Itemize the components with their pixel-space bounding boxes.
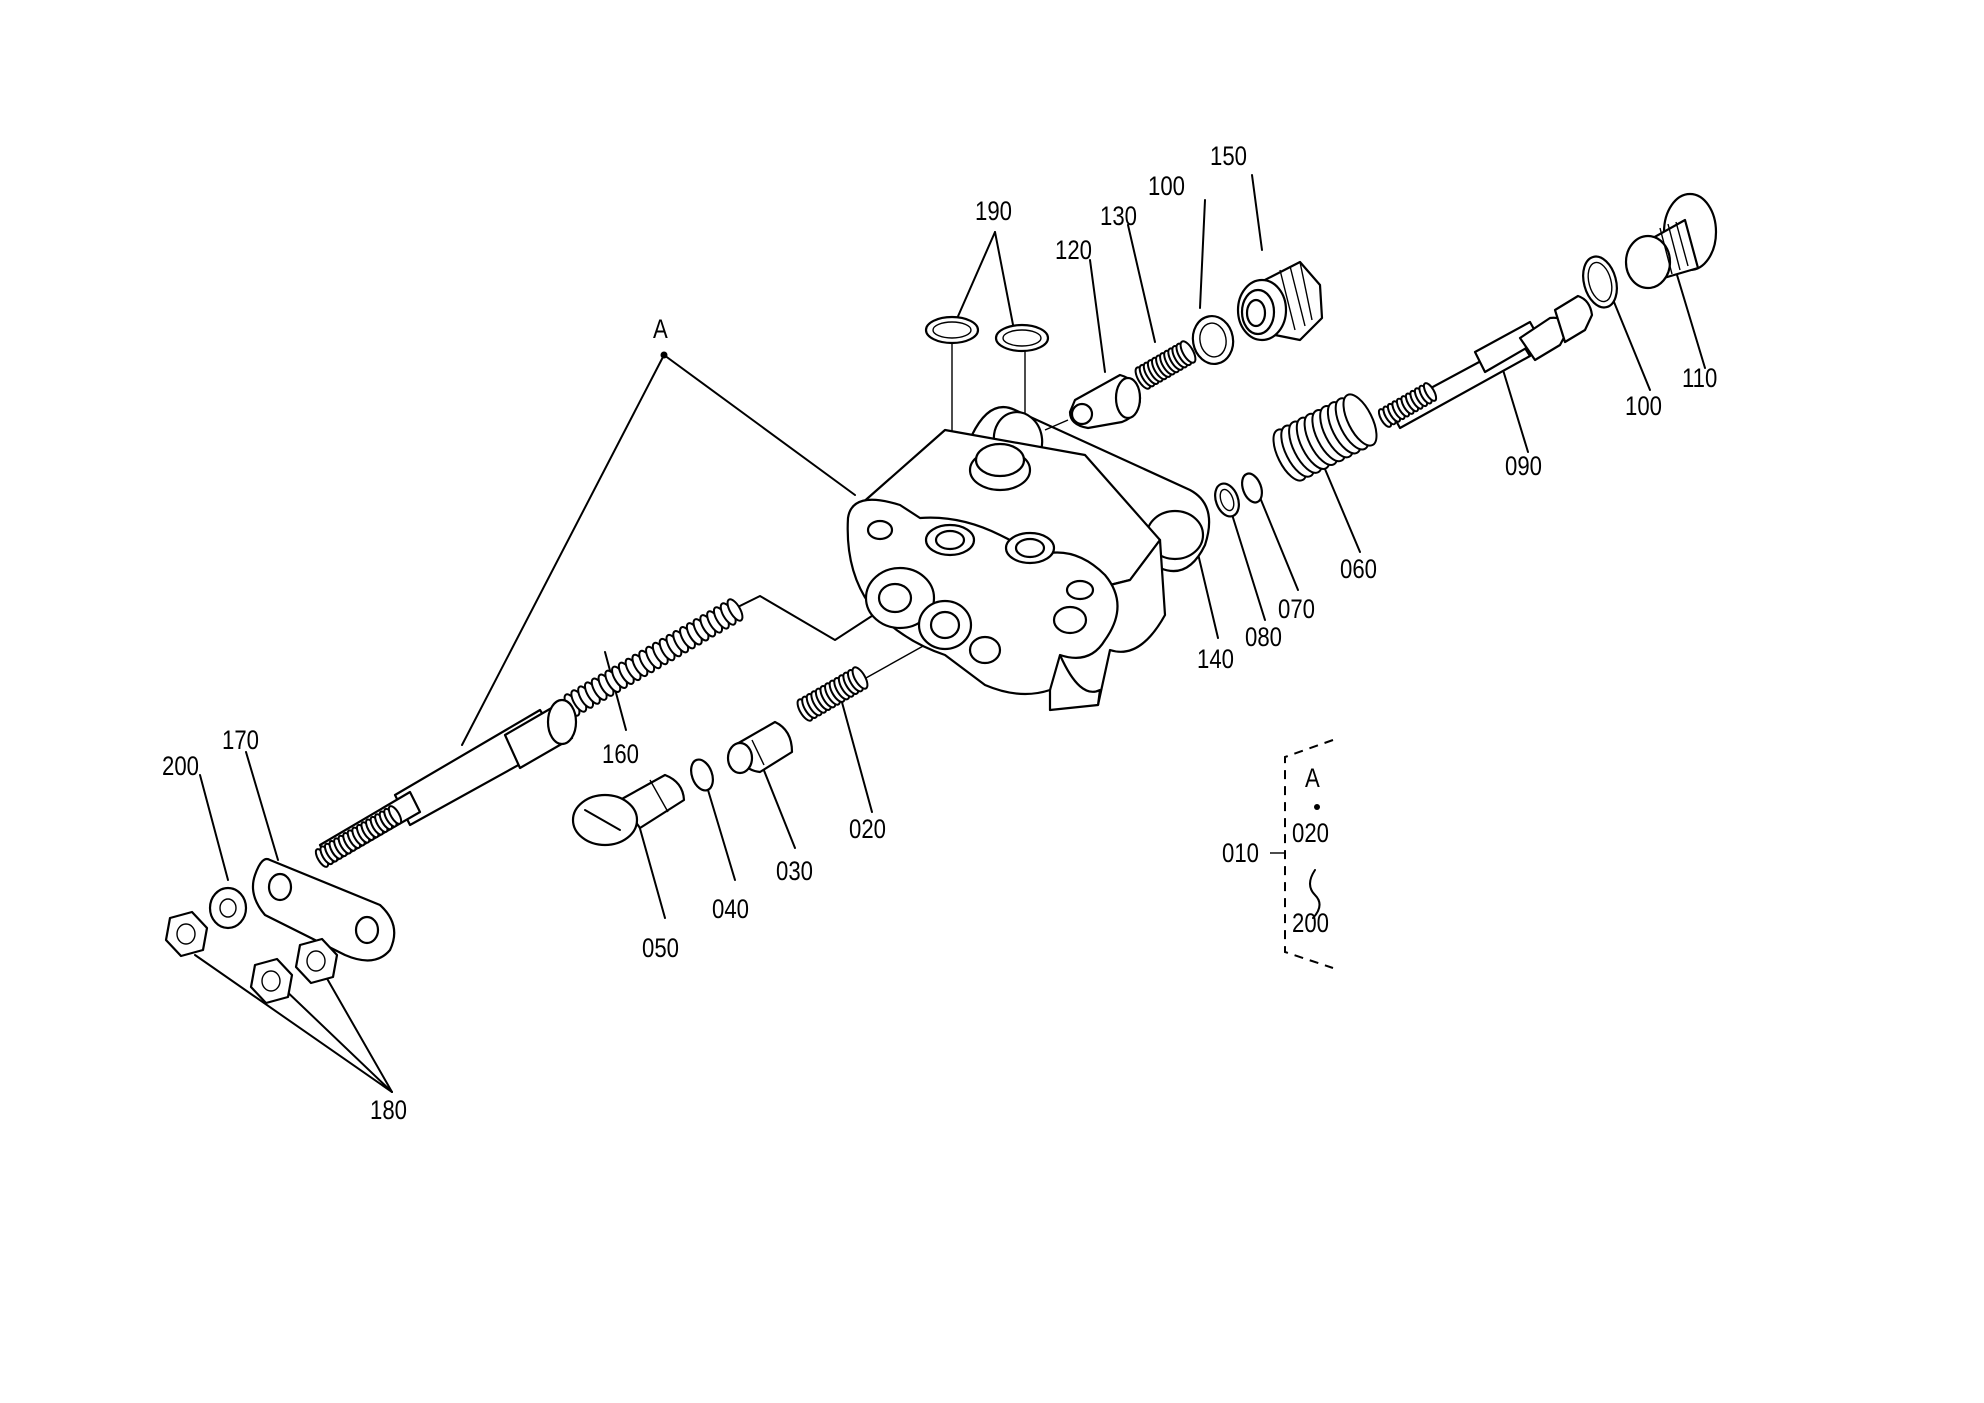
coil-turn <box>726 598 744 622</box>
label-020: 020 <box>849 814 886 844</box>
label-040: 040 <box>712 894 749 924</box>
label-170: 170 <box>222 725 259 755</box>
coil-turn <box>1422 382 1438 402</box>
washer-100-right-shape <box>1582 255 1618 309</box>
label-050: 050 <box>642 933 679 963</box>
label-070: 070 <box>1278 594 1315 624</box>
rod-090-shape <box>1377 294 1594 430</box>
nuts-180-shape <box>164 910 339 1005</box>
plunger-120-shape <box>1044 373 1142 431</box>
coil-turn <box>851 666 869 690</box>
label-140: 140 <box>1197 644 1234 674</box>
spring-160-shape <box>563 598 744 717</box>
valve-body-shape <box>846 428 1167 712</box>
coil-turn <box>387 805 403 825</box>
spring-020-shape <box>796 666 869 722</box>
label-090: 090 <box>1505 451 1542 481</box>
spring-130-shape <box>1134 340 1197 390</box>
label-080: 080 <box>1245 622 1282 652</box>
label-060: 060 <box>1340 554 1377 584</box>
label-100-upper: 100 <box>1148 171 1185 201</box>
washer-100-upper-shape <box>1191 315 1235 365</box>
link-plate-170-shape <box>251 857 396 962</box>
label-200: 200 <box>162 751 199 781</box>
plug-150-shape <box>1236 260 1324 342</box>
label-A: A <box>653 314 668 344</box>
label-120: 120 <box>1055 235 1092 265</box>
label-190: 190 <box>975 196 1012 226</box>
label-030: 030 <box>776 856 813 886</box>
spring-060-shape <box>1272 393 1378 482</box>
legend-range-to: 200 <box>1292 908 1329 938</box>
o-rings-190-shape <box>924 315 1050 353</box>
washer-200-shape <box>208 886 248 930</box>
legend-marker-A: A <box>1305 763 1320 793</box>
label-100-right: 100 <box>1625 391 1662 421</box>
ring-080-shape <box>1214 482 1240 518</box>
label-160: 160 <box>602 739 639 769</box>
spool-rod-shape <box>314 698 578 868</box>
ring-040-shape <box>690 758 714 792</box>
ring-070-shape <box>1241 472 1263 504</box>
legend-assembly-number: 010 <box>1222 838 1259 868</box>
coil-turn <box>1179 340 1197 364</box>
label-110: 110 <box>1682 363 1718 393</box>
label-150: 150 <box>1210 141 1247 171</box>
coil-turn <box>1342 393 1378 447</box>
plug-110-shape <box>1624 192 1718 290</box>
legend-bracket <box>1270 739 1334 969</box>
label-180: 180 <box>370 1095 407 1125</box>
legend-range-from: 020 <box>1292 818 1329 848</box>
piston-030-shape <box>726 720 794 775</box>
screw-050-shape <box>571 773 686 847</box>
label-130: 130 <box>1100 201 1137 231</box>
